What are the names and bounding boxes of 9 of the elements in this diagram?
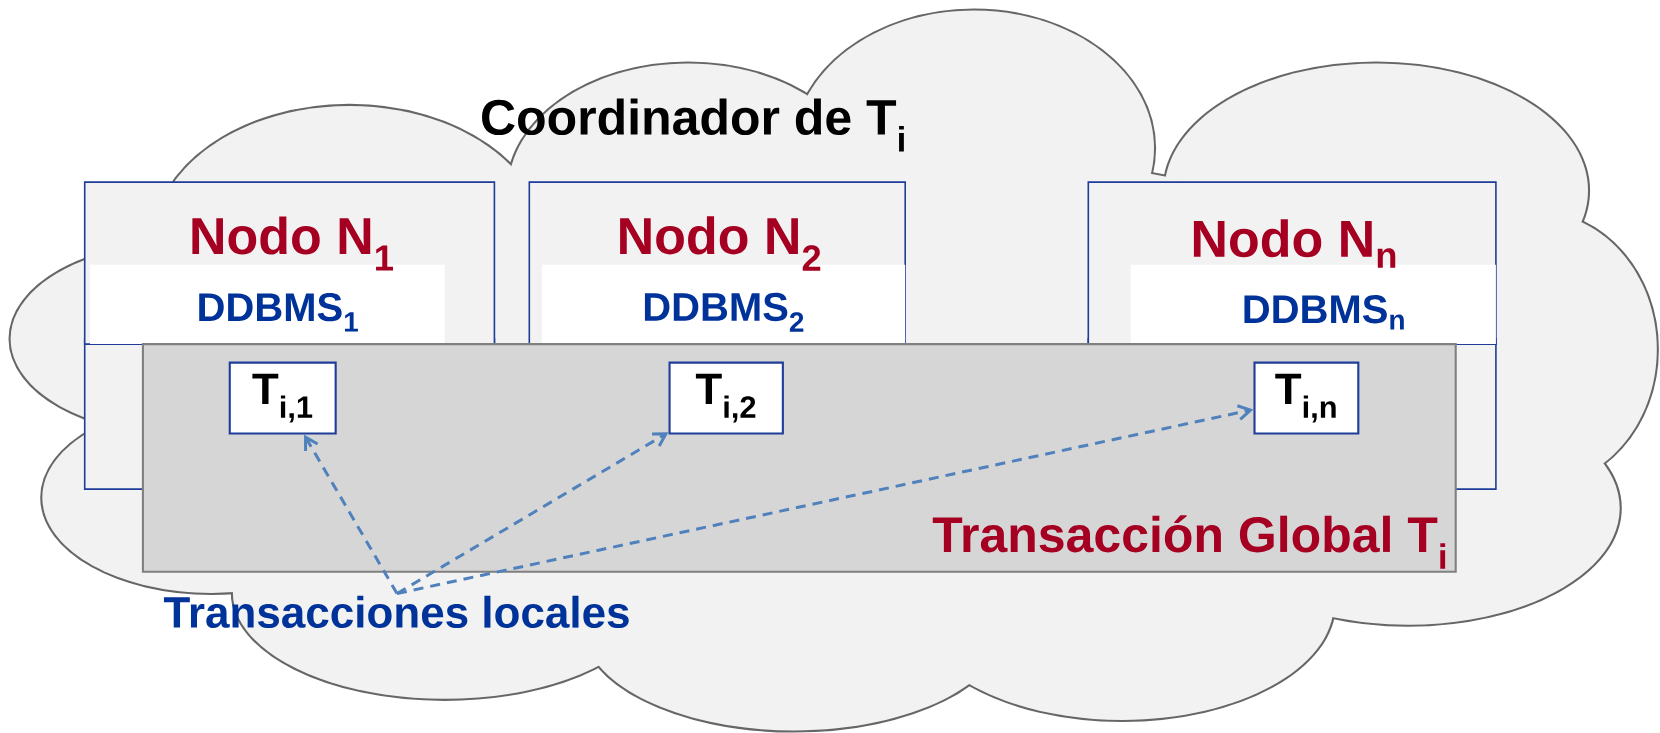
transaction-box: T$_{i,n}$ xyxy=(1253,361,1360,435)
node-box: Nodo N$_{n}$ DDBMS$_{n}$ xyxy=(1087,181,1497,345)
arrow xyxy=(304,434,399,595)
node-box: Nodo N$_{2}$ DDBMS$_{2}$ xyxy=(528,181,906,345)
transaction-box: T$_{i,2}$ xyxy=(668,361,784,435)
transaction-box: T$_{i,1}$ xyxy=(228,361,337,435)
arrow xyxy=(396,404,1254,595)
arrow xyxy=(396,432,669,595)
node-box: Nodo N$_{1}$ DDBMS$_{1}$ xyxy=(83,181,496,345)
